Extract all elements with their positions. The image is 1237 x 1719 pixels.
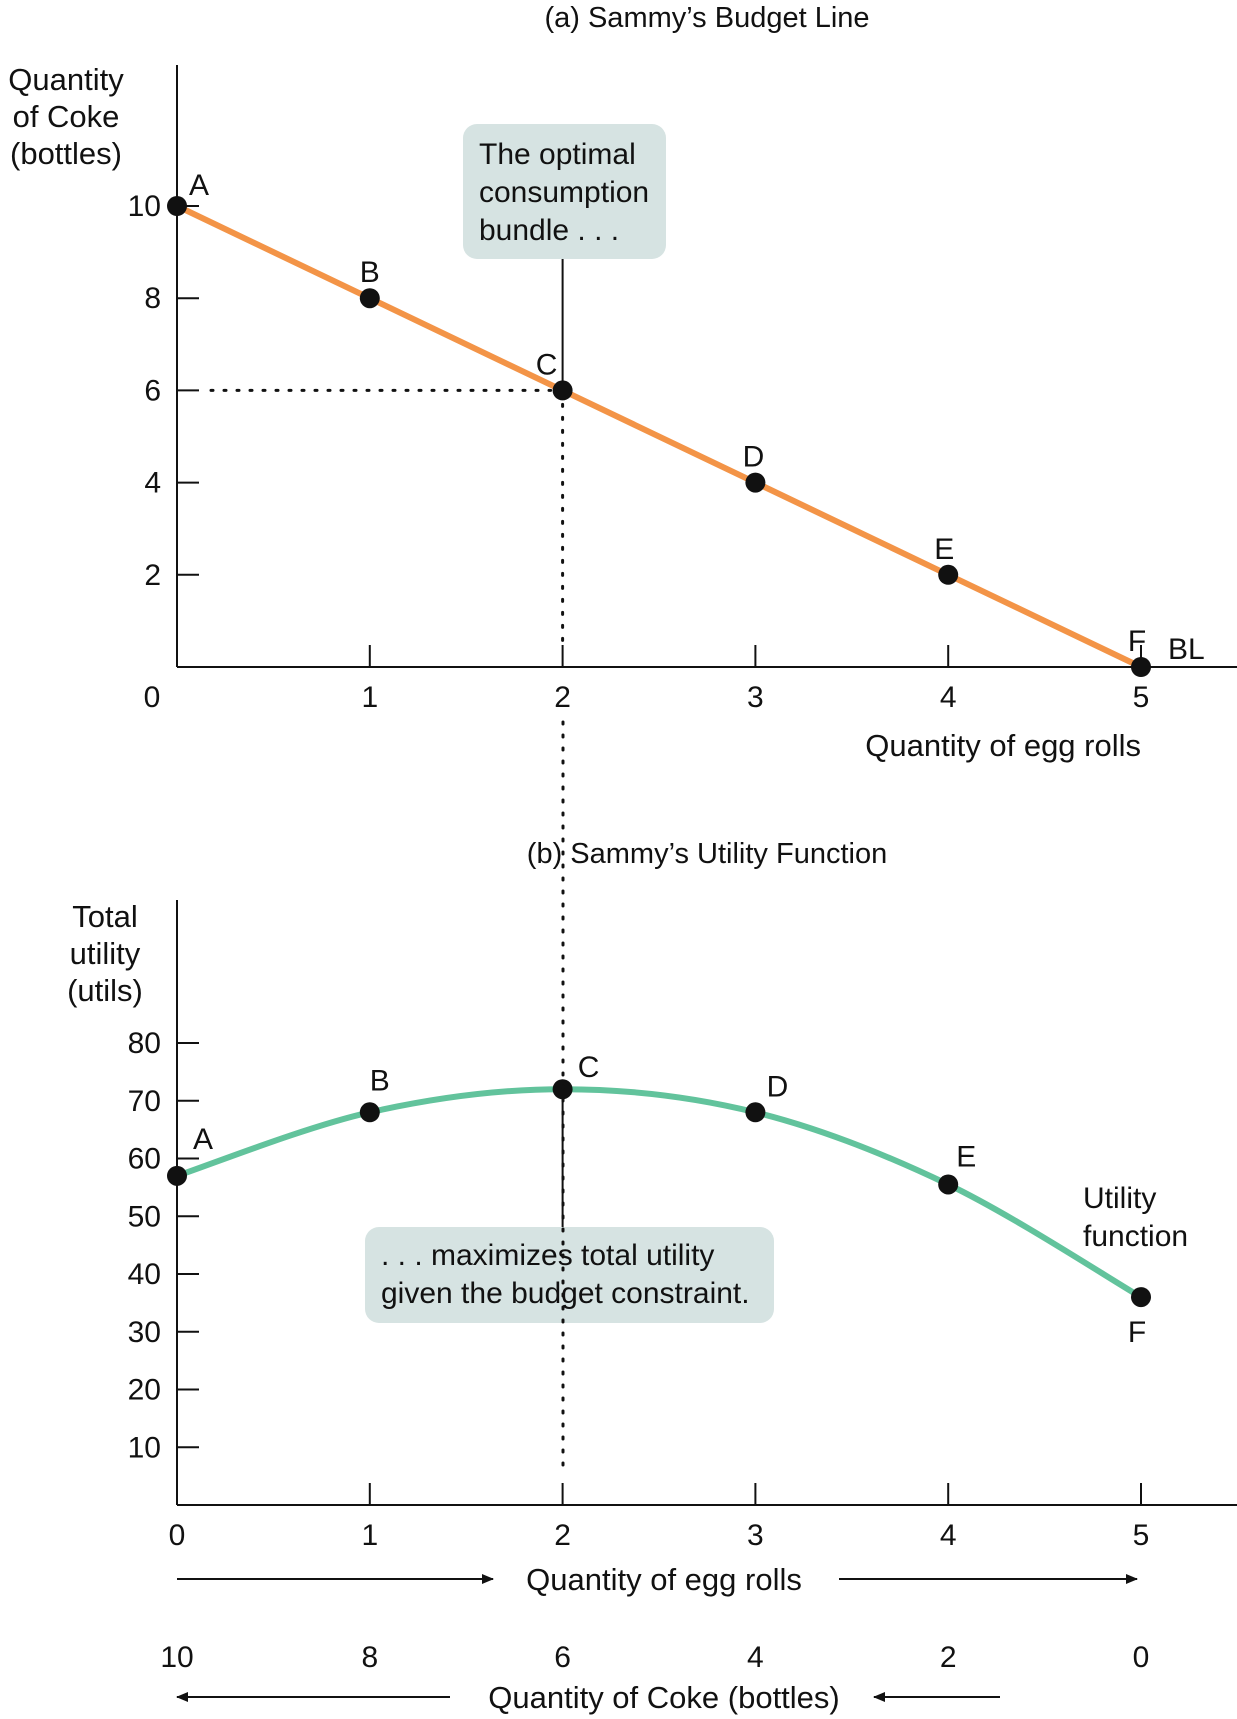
panel-b-coke-tick-label: 2	[940, 1641, 957, 1674]
panel-a-y-axis-title-line3: (bottles)	[10, 136, 122, 171]
panel-b-x-tick-label: 3	[747, 1519, 764, 1552]
panel-a-point-c	[552, 380, 573, 401]
panel-b-y-axis-title-line2: utility	[70, 936, 141, 971]
panel-a-y-axis-title-line2: of Coke	[13, 99, 120, 134]
panel-a-callout-box	[463, 124, 666, 259]
panel-a-y-tick-label: 4	[144, 467, 161, 500]
panel-a-callout: The optimal consumption bundle . . .	[463, 124, 666, 259]
panel-b-point-f	[1131, 1287, 1151, 1308]
panel-a-y-tick-label: 6	[144, 374, 161, 407]
panel-a-y-axis-title-line1: Quantity	[8, 62, 124, 97]
panel-b-point-label: C	[578, 1051, 600, 1084]
panel-b-x-tick-label: 2	[554, 1519, 571, 1552]
panel-b-coke-tick-label: 10	[160, 1641, 193, 1674]
panel-b-utility-function: (b) Sammy’s Utility Function Total utili…	[67, 838, 1237, 1715]
panel-a-budget-line: (a) Sammy’s Budget Line Quantity of Coke…	[8, 2, 1237, 763]
utility-function-curve	[174, 1086, 1144, 1301]
panel-b-point-a	[167, 1165, 187, 1186]
panel-b-y-tick-label: 50	[128, 1200, 161, 1233]
panel-b-point-label: A	[193, 1123, 213, 1156]
panel-b-coke-tick-label: 0	[1133, 1641, 1150, 1674]
panel-a-x-tick-label: 1	[361, 681, 378, 714]
panel-a-point-a	[167, 196, 187, 216]
panel-a-title: (a) Sammy’s Budget Line	[544, 2, 869, 34]
panel-a-callout-line2: consumption	[479, 176, 649, 209]
panel-b-x-axis-title: Quantity of egg rolls	[526, 1562, 802, 1597]
panel-b-series-label-line1: Utility	[1083, 1182, 1156, 1215]
panel-a-callout-line1: The optimal	[479, 138, 636, 171]
panel-b-point-label: F	[1128, 1316, 1146, 1349]
panel-a-x-axis-title: Quantity of egg rolls	[865, 728, 1141, 763]
panel-b-y-tick-label: 80	[128, 1027, 161, 1060]
panel-a-point-label: F	[1128, 625, 1146, 658]
panel-b-x2-axis-title: Quantity of Coke (bottles)	[488, 1680, 840, 1715]
panel-a-point-label: C	[536, 348, 558, 381]
panel-b-callout-box	[365, 1227, 774, 1323]
panel-a-point-d	[745, 472, 766, 493]
panel-b-point-b	[359, 1102, 380, 1123]
panel-a-point-b	[359, 288, 380, 309]
panel-a-point-label: D	[743, 441, 765, 474]
panel-b-coke-tick-label: 8	[361, 1641, 378, 1674]
panel-a-y-tick-label: 8	[144, 282, 161, 315]
panel-a-origin-label: 0	[144, 681, 161, 714]
panel-b-series-label-line2: function	[1083, 1220, 1188, 1253]
panel-b-coke-tick-label: 4	[747, 1641, 764, 1674]
panel-b-y-axis-title-line3: (utils)	[67, 973, 143, 1008]
panel-b-point-label: B	[370, 1064, 390, 1097]
panel-b-x-tick-label: 1	[361, 1519, 378, 1552]
panel-b-y-axis-title-line1: Total	[72, 899, 137, 934]
panel-a-x-tick-label: 4	[940, 681, 957, 714]
panel-a-x-tick-label: 2	[554, 681, 571, 714]
panel-b-y-tick-label: 30	[128, 1316, 161, 1349]
panel-b-callout-line1: . . . maximizes total utility	[381, 1239, 714, 1272]
panel-b-title: (b) Sammy’s Utility Function	[527, 838, 887, 870]
panel-b-y-tick-label: 20	[128, 1374, 161, 1407]
panel-a-point-label: E	[934, 533, 954, 566]
panel-b-y-tick-label: 10	[128, 1431, 161, 1464]
panel-a-point-f	[1131, 657, 1151, 677]
panel-b-point-label: E	[956, 1140, 976, 1173]
panel-b-point-d	[745, 1102, 766, 1123]
panel-a-x-tick-label: 3	[747, 681, 764, 714]
panel-a-y-tick-label: 2	[144, 559, 161, 592]
panel-b-coke-tick-label: 6	[554, 1641, 571, 1674]
panel-b-x-tick-label: 0	[169, 1519, 186, 1552]
panel-b-y-tick-label: 40	[128, 1258, 161, 1291]
panel-a-x-tick-label: 5	[1133, 681, 1150, 714]
panel-a-series-label: BL	[1168, 633, 1205, 666]
budget-line	[174, 203, 1144, 670]
panel-b-point-label: D	[767, 1070, 789, 1103]
panel-b-y-tick-label: 60	[128, 1143, 161, 1176]
panel-a-callout-line3: bundle . . .	[479, 214, 619, 247]
panel-b-callout: . . . maximizes total utility given the …	[365, 1227, 774, 1323]
panel-b-point-e	[938, 1174, 959, 1195]
panel-a-y-tick-label: 10	[128, 190, 161, 223]
panel-b-x-tick-label: 4	[940, 1519, 957, 1552]
panel-b-y-tick-label: 70	[128, 1085, 161, 1118]
panel-a-point-label: B	[360, 256, 380, 289]
panel-a-point-label: A	[189, 169, 209, 202]
panel-b-x-tick-label: 5	[1133, 1519, 1150, 1552]
panel-b-callout-line2: given the budget constraint.	[381, 1277, 750, 1310]
panel-a-point-e	[938, 564, 959, 585]
